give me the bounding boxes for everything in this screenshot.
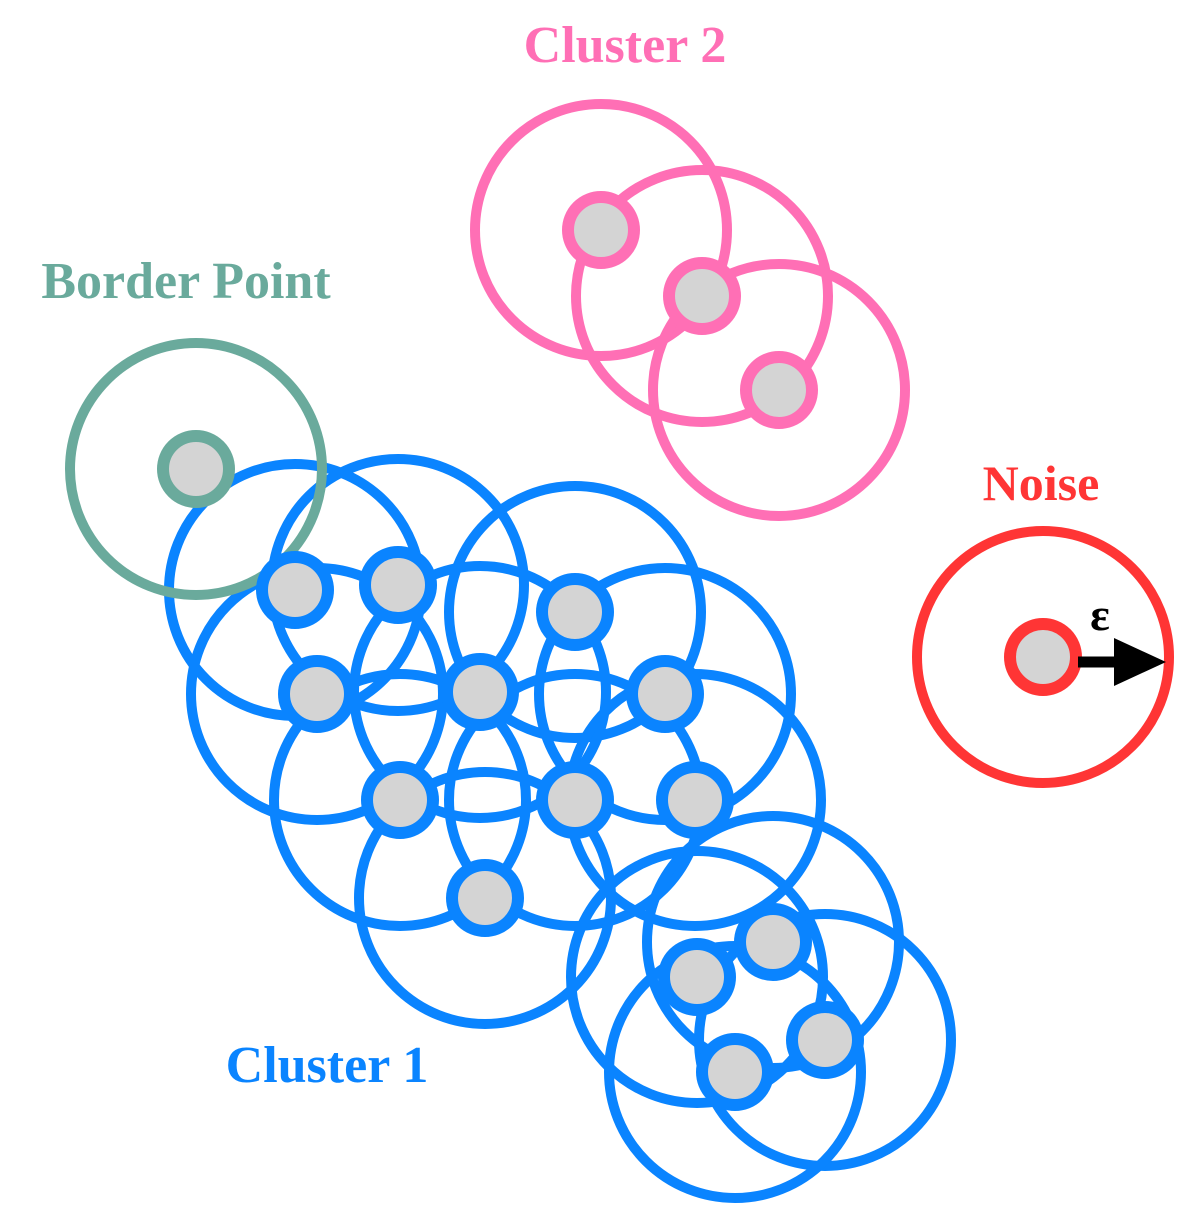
cluster-1-point	[626, 655, 704, 733]
cluster-2-point	[740, 351, 818, 429]
border-point-label: Border Point	[41, 253, 331, 310]
epsilon-neighborhoods	[65, 99, 1174, 1203]
cluster-1-label: Cluster 1	[226, 1037, 429, 1094]
cluster-1-point	[656, 761, 734, 839]
noise-label: Noise	[983, 455, 1100, 511]
cluster-1-point	[278, 655, 356, 733]
cluster-1-point	[734, 903, 812, 981]
epsilon-label: ε	[1090, 589, 1110, 640]
noise-point	[1004, 618, 1082, 696]
cluster-2-label: Cluster 2	[524, 17, 727, 74]
cluster-1-point	[359, 546, 437, 624]
cluster-2-neighborhood-ring	[648, 259, 910, 521]
cluster-1-point	[361, 761, 439, 839]
cluster-2-point	[663, 257, 741, 335]
epsilon-arrow	[1078, 638, 1166, 686]
cluster-1-point	[536, 573, 614, 651]
noise-neighborhood-ring	[912, 526, 1174, 788]
cluster-2-point	[562, 191, 640, 269]
cluster-1-point	[441, 653, 519, 731]
cluster-2-neighborhood-ring	[470, 99, 732, 361]
cluster-1-neighborhood-ring	[354, 767, 616, 1029]
cluster-1-point	[446, 859, 524, 937]
cluster-1-point	[658, 938, 736, 1016]
cluster-2-neighborhood-ring	[571, 165, 833, 427]
cluster-1-point	[696, 1033, 774, 1111]
data-points	[157, 191, 1082, 1111]
epsilon-arrow-head	[1114, 638, 1166, 686]
cluster-1-point	[256, 551, 334, 629]
border-point-neighborhood-ring	[65, 338, 327, 600]
border-point-point	[157, 430, 235, 508]
cluster-1-point	[786, 1001, 864, 1079]
cluster-1-point	[536, 761, 614, 839]
cluster-1-neighborhood-ring	[444, 481, 706, 743]
cluster-1-neighborhood-ring	[269, 669, 531, 931]
